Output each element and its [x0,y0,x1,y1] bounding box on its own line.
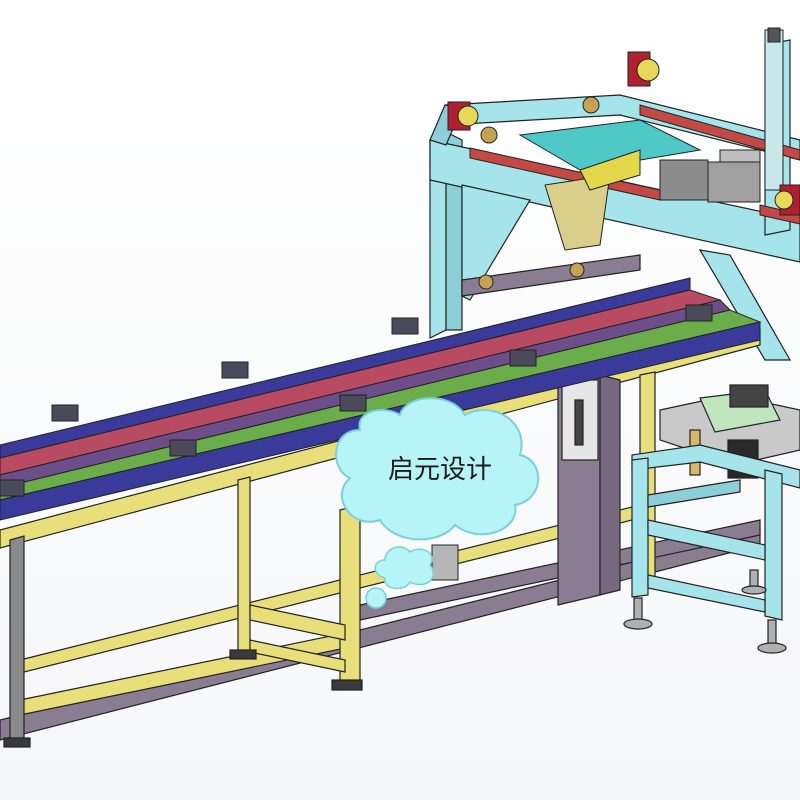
station-gear [729,384,769,408]
gray-block-3 [719,149,761,163]
cross-brace-1 [249,604,346,641]
foot-3 [3,737,31,748]
motor-top [627,51,660,87]
cross-brace-2 [249,639,346,673]
mid-rail-yellow-front [19,629,361,716]
clamp-8 [685,304,713,322]
cloud-dot [365,587,387,609]
gantry-lower-bar [461,254,641,297]
belt-clamps [0,304,713,497]
clamp-4 [0,479,25,497]
clamp-6 [339,394,367,412]
red-rail-back [639,104,800,161]
clamp-2 [221,361,249,379]
foot-2 [229,649,257,660]
station-low-bar [647,574,766,613]
motor-right [774,184,800,216]
gray-block-1 [659,159,709,201]
station-mid-bar [647,519,766,561]
drive-block [431,544,459,581]
leg-2 [237,476,251,659]
clamp-7 [509,349,537,367]
bearing-3 [569,262,585,278]
station-foot-2 [757,619,787,654]
yellow-plate [579,149,641,191]
clamp-5 [169,439,197,457]
cloud-shape [335,397,540,541]
foot-1 [331,679,363,691]
gantry-frame [429,39,800,361]
vertical-actuator [764,29,784,191]
bearing-4 [478,274,494,290]
watermark-cloud: 启元设计 [335,397,540,609]
watermark-text: 启元设计 [388,455,492,485]
clamp-1 [51,404,79,422]
station-leg-right [764,469,783,621]
carriage-plate [518,119,702,171]
station-leg-left [631,457,649,598]
center-stand-slot [574,399,584,446]
station-back-bar [647,479,741,508]
leg-1 [9,535,25,745]
gantry-motors [447,51,800,290]
center-stand [557,374,621,606]
station-foot-1 [623,597,653,630]
motor-left [447,101,479,131]
station-foot-3 [741,569,767,595]
drive-unit [431,544,459,581]
actuator-cap [767,27,781,43]
right-station [623,384,800,654]
center-stand-side [599,374,621,596]
bearing-2 [582,96,600,114]
gantry-brace-left [461,184,531,301]
gray-block-2 [707,161,761,203]
clamp-3 [391,317,419,335]
cloud-small [374,546,434,590]
bearing-1 [480,126,498,144]
gantry-carriage [518,27,784,251]
